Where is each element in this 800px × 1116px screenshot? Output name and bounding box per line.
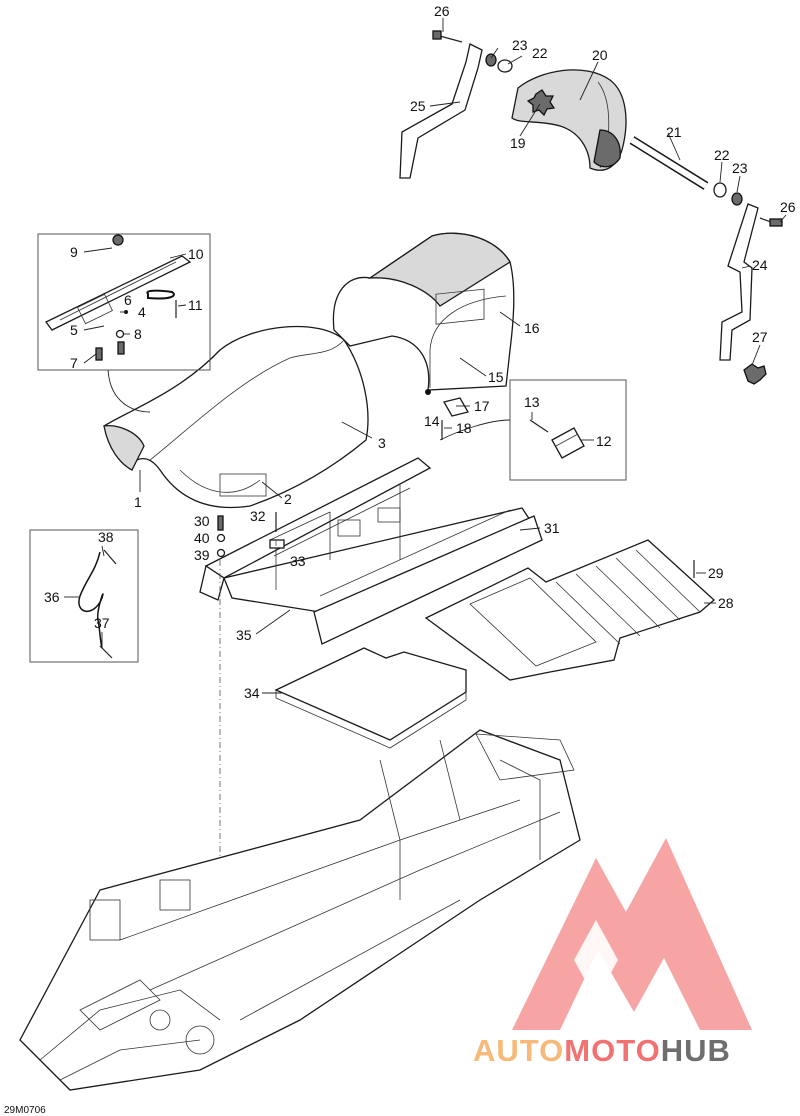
callout-32: 32 <box>250 508 266 524</box>
pad-34 <box>274 647 467 741</box>
callout-1: 1 <box>134 494 142 510</box>
callout-38: 38 <box>98 529 114 545</box>
callout-labels: 26 23 22 20 25 19 21 22 23 26 24 27 9 10… <box>44 3 796 701</box>
callout-10: 10 <box>188 246 204 262</box>
leader-lines <box>64 18 787 694</box>
strap-6 <box>146 289 175 300</box>
callout-22-right: 22 <box>714 147 730 163</box>
hinge-plate-10 <box>45 255 192 331</box>
clip-17 <box>443 397 469 417</box>
callout-12: 12 <box>596 433 612 449</box>
hinge-12 <box>551 427 585 459</box>
callout-26-top: 26 <box>434 3 450 19</box>
callout-11: 11 <box>188 297 203 313</box>
callout-39: 39 <box>194 547 210 563</box>
screw-38 <box>103 549 117 565</box>
callout-19: 19 <box>510 135 526 151</box>
callout-29: 29 <box>708 565 724 581</box>
washer-22-left <box>497 59 513 73</box>
callout-5: 5 <box>70 322 78 338</box>
seat-frame-31 <box>199 457 543 645</box>
callout-25: 25 <box>410 98 426 114</box>
spacer-23-left <box>485 53 497 67</box>
callout-2: 2 <box>284 491 292 507</box>
callout-35: 35 <box>236 627 252 643</box>
callout-3: 3 <box>378 435 386 451</box>
washer-40 <box>216 533 226 543</box>
seat-label-15 <box>435 288 485 325</box>
knob-27 <box>743 363 767 385</box>
callout-4: 4 <box>138 304 146 320</box>
watermark-wordmark: AUTOMOTOHUB <box>473 1033 731 1069</box>
backrest-assembly <box>399 30 783 385</box>
callout-14: 14 <box>424 413 440 429</box>
callout-24: 24 <box>752 257 768 273</box>
bracket-25 <box>399 43 483 179</box>
screw-13 <box>529 419 549 433</box>
hinge-parts-box <box>37 233 211 371</box>
callout-40: 40 <box>194 530 210 546</box>
washer-22-right <box>713 182 727 198</box>
callout-15: 15 <box>488 369 504 385</box>
bracket-24 <box>719 203 759 361</box>
callout-23-top: 23 <box>512 37 528 53</box>
tether-36 <box>78 551 104 649</box>
callout-28: 28 <box>718 595 734 611</box>
callout-9: 9 <box>70 244 78 260</box>
bolt-26-right <box>759 217 783 227</box>
bolt-30 <box>217 515 224 531</box>
callout-36: 36 <box>44 589 60 605</box>
screw-37 <box>99 645 113 659</box>
main-seat-3 <box>103 325 369 509</box>
knob-19 <box>526 89 556 117</box>
callout-27: 27 <box>752 329 768 345</box>
strap-box <box>29 529 139 663</box>
callout-16: 16 <box>524 320 540 336</box>
callout-23-right: 23 <box>732 160 748 176</box>
callout-31: 31 <box>544 520 560 536</box>
spacer-23-right <box>731 192 743 206</box>
callout-26-right: 26 <box>780 199 796 215</box>
callout-6: 6 <box>124 292 132 308</box>
plate-33 <box>269 539 285 549</box>
bracket-box <box>509 379 627 481</box>
callout-30: 30 <box>194 513 210 529</box>
callout-17: 17 <box>474 398 490 414</box>
callout-21: 21 <box>666 124 682 140</box>
callout-33: 33 <box>290 553 306 569</box>
callout-8: 8 <box>134 326 142 342</box>
callout-18: 18 <box>456 420 472 436</box>
callout-34: 34 <box>244 685 260 701</box>
callout-22-top: 22 <box>532 45 548 61</box>
watermark-word-auto: AUTO <box>473 1033 565 1068</box>
washer-8 <box>115 329 125 339</box>
watermark-word-hub: HUB <box>660 1033 731 1068</box>
bolt-7 <box>95 347 103 361</box>
bolt-26-left <box>432 30 463 43</box>
floor-panel-28 <box>424 539 715 681</box>
callout-37: 37 <box>94 615 110 631</box>
callout-20: 20 <box>592 47 608 63</box>
nut-9 <box>112 234 124 246</box>
watermark-word-moto: MOTO <box>564 1033 661 1068</box>
chassis-frame <box>19 729 581 1091</box>
callout-7: 7 <box>70 355 78 371</box>
watermark-logo-mark <box>512 838 752 1030</box>
drawing-code: 29M0706 <box>4 1105 46 1116</box>
washer-39 <box>216 548 226 558</box>
passenger-seat-16 <box>332 232 515 395</box>
callout-13: 13 <box>524 394 540 410</box>
